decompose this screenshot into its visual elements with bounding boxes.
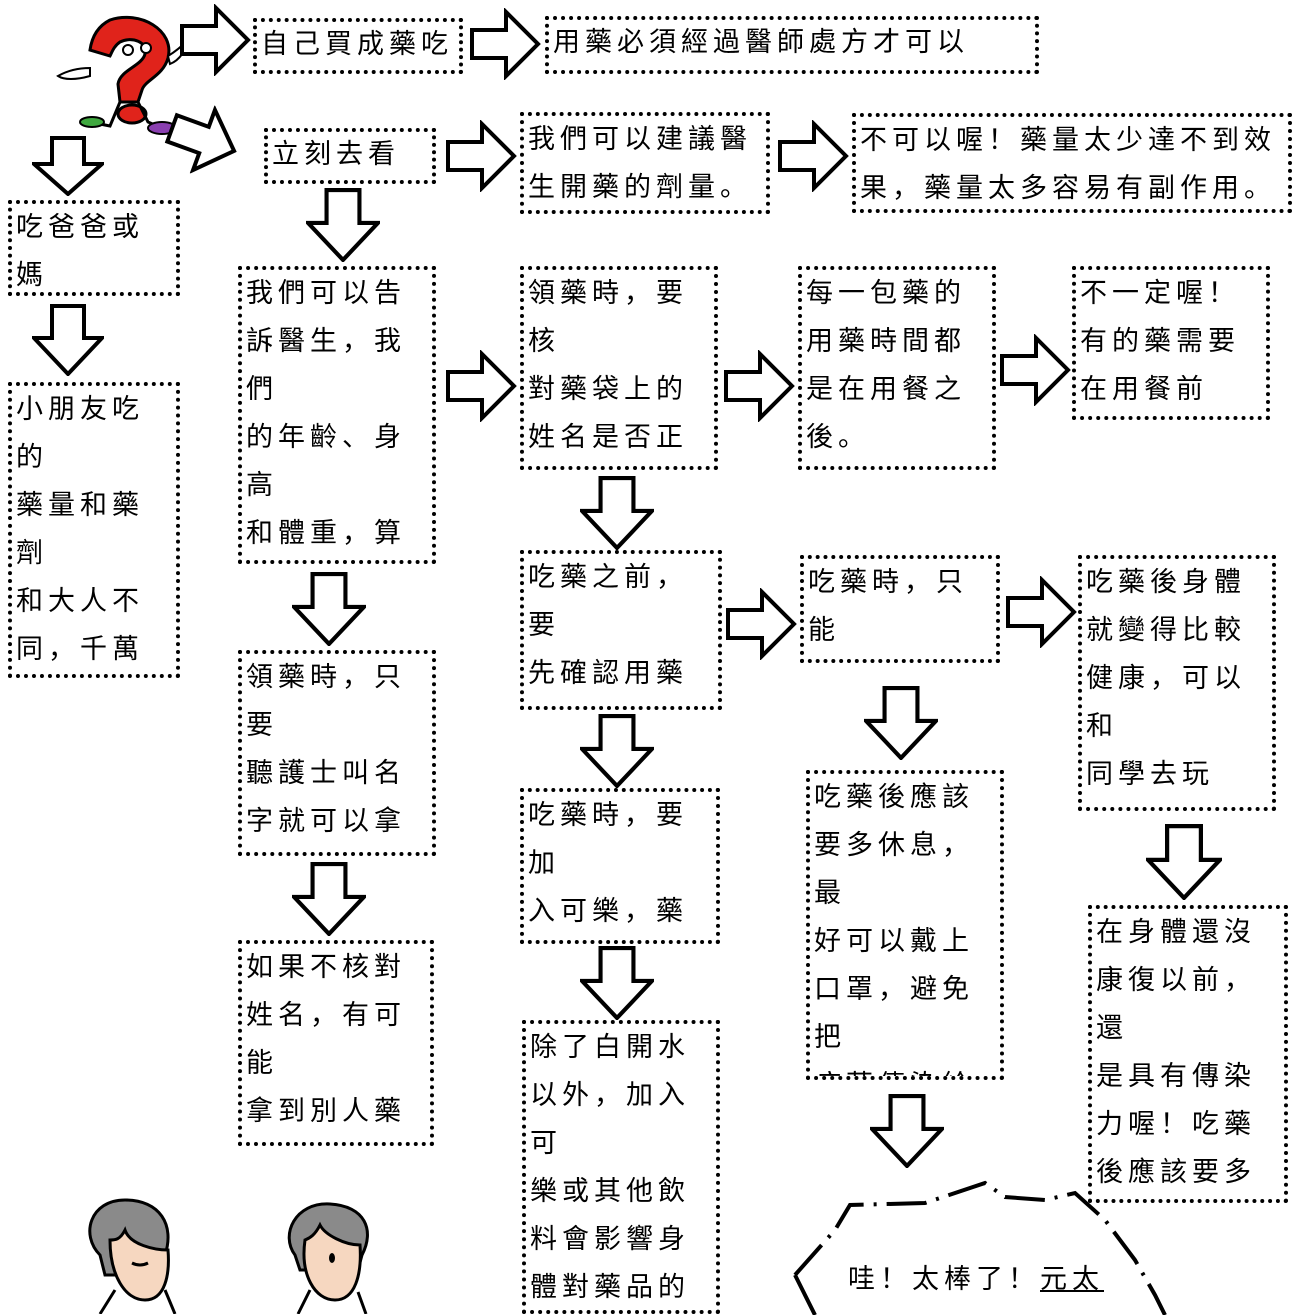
bubble-text-main: 哇！太棒了！ <box>848 1264 1040 1295</box>
box-listen-nurse: 領藥時，只要 聽護士叫名 字就可以拿 藥了。 <box>238 650 436 856</box>
arrow-right-icon <box>724 350 795 422</box>
arrow-down-icon <box>580 946 654 1020</box>
box-wrong-name: 如果不核對 姓名，有可能 拿到別人藥 包。 <box>238 940 434 1146</box>
box-kids-dose: 小朋友吃的 藥量和藥劑 和大人不 同，千萬不 可以隨便吃 家人的藥。 <box>8 382 180 678</box>
arrow-right-icon <box>726 588 797 660</box>
arrow-down-icon <box>870 1094 944 1168</box>
arrow-right-icon <box>180 4 251 76</box>
person-icon <box>287 1202 369 1314</box>
box-parents-med: 吃爸爸或媽 媽的藥 <box>8 200 180 296</box>
box-white-water: 吃藥時，只能 搭配白開水。 <box>800 555 1000 663</box>
box-rest-mask: 吃藥後應該 要多休息，最 好可以戴上 口罩，避免把 病菌傳染給 同學！ <box>806 770 1004 1080</box>
box-not-always: 不一定喔！ 有的藥需要 在用餐前吃。 <box>1072 266 1270 420</box>
arrow-down-icon <box>306 188 380 262</box>
speech-bubble <box>793 1180 1167 1315</box>
arrow-down-icon <box>32 136 104 196</box>
arrow-down-icon <box>292 572 366 646</box>
box-see-doctor: 立刻去看病 <box>264 128 436 184</box>
arrow-right-icon <box>446 350 517 422</box>
bubble-text-name: 元太 <box>1040 1264 1104 1295</box>
person-icon <box>88 1198 177 1314</box>
arrow-down-icon <box>580 714 654 788</box>
arrow-right-icon <box>778 120 849 192</box>
arrow-right-icon <box>470 8 541 80</box>
box-other-drinks: 除了白開水 以外，加入可 樂或其他飲 料會影響身 體對藥品的 吸收喔！ <box>522 1020 720 1314</box>
box-no-dose: 不可以喔！藥量太少達不到效 果，藥量太多容易有副作用。 <box>852 113 1292 213</box>
bubble-text: 哇！太棒了！元太 <box>848 1255 1104 1305</box>
arrow-down-icon <box>580 476 654 550</box>
arrow-down-icon <box>292 862 366 936</box>
box-add-cola: 吃藥時，要加 入可樂，藥才 不會太苦。 <box>520 788 720 944</box>
arrow-right-icon <box>1000 334 1071 406</box>
box-confirm-time: 吃藥之前，要 先確認用藥 時間及分量。 <box>520 550 722 710</box>
box-need-doctor: 用藥必須經過醫師處方才可以喔！ <box>545 16 1039 74</box>
box-healthy-play: 吃藥後身體 就變得比較 健康，可以和 同學去玩 了！ <box>1078 555 1276 811</box>
question-mark-mascot-icon <box>56 15 190 135</box>
box-suggest-dose: 我們可以建議醫 生開藥的劑量。 <box>520 112 770 214</box>
box-tell-doctor: 我們可以告 訴醫生，我們 的年齡、身高 和體重，算出 正確的用藥 劑量。 <box>238 266 436 564</box>
box-after-meal: 每一包藥的 用藥時間都 是在用餐之 後。 <box>798 266 996 470</box>
box-still-contagious: 在身體還沒 康復以前，還 是具有傳染 力喔！吃藥 後應該要多 休息。 <box>1088 905 1288 1203</box>
arrow-down-icon <box>1146 824 1222 900</box>
arrow-right-icon <box>446 120 517 192</box>
box-check-name: 領藥時，要核 對藥袋上的 姓名是否正 確。 <box>520 266 718 470</box>
arrow-down-icon <box>864 686 938 760</box>
arrow-right-icon <box>1006 576 1077 648</box>
arrow-down-icon <box>32 304 104 376</box>
box-buy-self: 自己買成藥吃 <box>253 18 463 74</box>
arrow-right-icon <box>164 104 237 174</box>
